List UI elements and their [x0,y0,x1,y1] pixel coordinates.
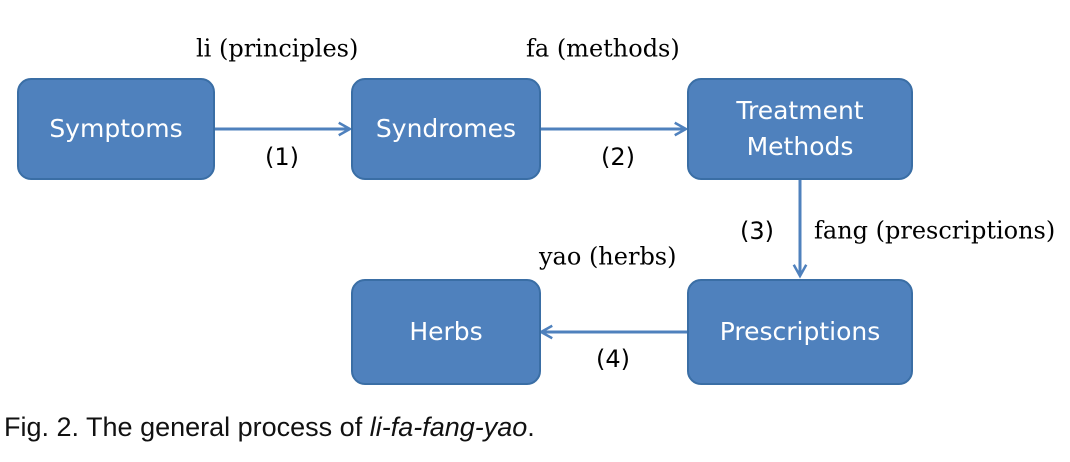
yao-herbs-label: yao (herbs) [538,243,676,271]
process-diagram: Symptoms Syndromes Treatment Methods Pre… [17,35,1055,385]
caption-italic-term: li-fa-fang-yao [369,412,528,442]
fang-prescriptions-label: fang (prescriptions) [814,217,1055,245]
prescriptions-box: Prescriptions [687,279,913,385]
syndromes-label: Syndromes [376,114,516,143]
treatment-methods-box: Treatment Methods [687,78,913,180]
herbs-label: Herbs [409,317,482,346]
caption-suffix: . [527,412,535,442]
step-1-label: (1) [265,143,299,171]
step-3-label: (3) [740,217,774,245]
figure-caption: Fig. 2. The general process of li-fa-fan… [4,412,535,443]
step-2-label: (2) [601,143,635,171]
treatment-label-line1: Treatment [735,96,863,125]
syndromes-box: Syndromes [351,78,541,180]
treatment-label-line2: Methods [747,132,854,161]
symptoms-label: Symptoms [49,114,182,143]
li-principles-label: li (principles) [196,35,358,63]
step-4-label: (4) [596,345,630,373]
caption-prefix: Fig. 2. The general process of [4,412,370,442]
symptoms-box: Symptoms [17,78,215,180]
herbs-box: Herbs [351,279,541,385]
prescriptions-label: Prescriptions [720,317,881,346]
fa-methods-label: fa (methods) [526,35,680,63]
